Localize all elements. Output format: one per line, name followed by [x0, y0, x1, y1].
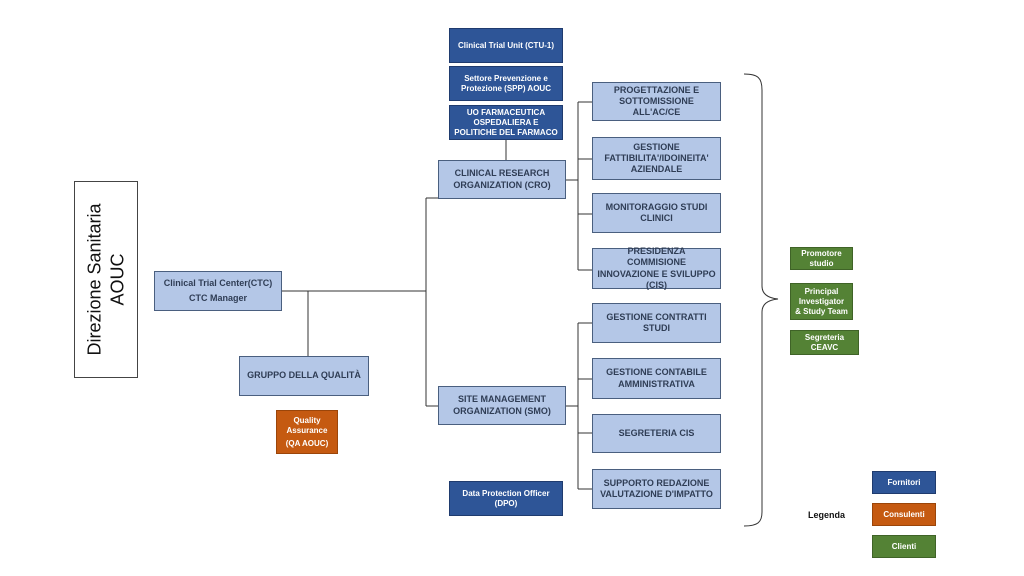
- quality-assurance-box: Quality Assurance (QA AOUC): [276, 410, 338, 454]
- dpo-box: Data Protection Officer (DPO): [449, 481, 563, 516]
- direzione-sanitaria-label: Direzione Sanitaria AOUC: [84, 203, 128, 356]
- gruppo-qualita-box: GRUPPO DELLA QUALITÀ: [239, 356, 369, 396]
- cro-box: CLINICAL RESEARCH ORGANIZATION (CRO): [438, 160, 566, 199]
- gruppo-qualita-label: GRUPPO DELLA QUALITÀ: [247, 370, 361, 381]
- promotore-studio-box: Promotore studio: [790, 247, 853, 270]
- cro-function-item: MONITORAGGIO STUDI CLINICI: [592, 193, 721, 233]
- legend-fornitori: Fornitori: [872, 471, 936, 494]
- principal-investigator-box: Principal Investigator & Study Team: [790, 283, 853, 320]
- smo-box: SITE MANAGEMENT ORGANIZATION (SMO): [438, 386, 566, 425]
- cro-function-item: PRESIDENZA COMMISIONE INNOVAZIONE E SVIL…: [592, 246, 721, 290]
- segreteria-ceavc-box: Segreteria CEAVC: [790, 330, 859, 355]
- ctc-title: Clinical Trial Center(CTC): [163, 278, 273, 289]
- smo-function-item: SUPPORTO REDAZIONE VALUTAZIONE D'IMPATTO: [592, 469, 721, 509]
- uo-farmaceutica-box: UO FARMACEUTICA OSPEDALIERA E POLITICHE …: [449, 105, 563, 140]
- legend-title: Legenda: [808, 510, 846, 520]
- ctc-manager: CTC Manager: [188, 292, 247, 303]
- smo-function-item: GESTIONE CONTRATTI STUDI: [592, 303, 721, 343]
- smo-function-item: GESTIONE CONTABILE AMMINISTRATIVA: [592, 358, 721, 399]
- legend-consulenti: Consulenti: [872, 503, 936, 526]
- ctc-box: Clinical Trial Center(CTC) CTC Manager: [154, 271, 282, 311]
- legend-clienti: Clienti: [872, 535, 936, 558]
- right-brace: [743, 73, 779, 527]
- cro-function-item: PROGETTAZIONE E SOTTOMISSIONE ALL'AC/CE: [592, 82, 721, 121]
- ctu-box: Clinical Trial Unit (CTU-1): [449, 28, 563, 63]
- spp-box: Settore Prevenzione e Protezione (SPP) A…: [449, 66, 563, 101]
- smo-function-item: SEGRETERIA CIS: [592, 414, 721, 453]
- cro-function-item: GESTIONE FATTIBILITA'/IDOINEITA' AZIENDA…: [592, 137, 721, 180]
- direzione-sanitaria-box: Direzione Sanitaria AOUC: [74, 181, 138, 378]
